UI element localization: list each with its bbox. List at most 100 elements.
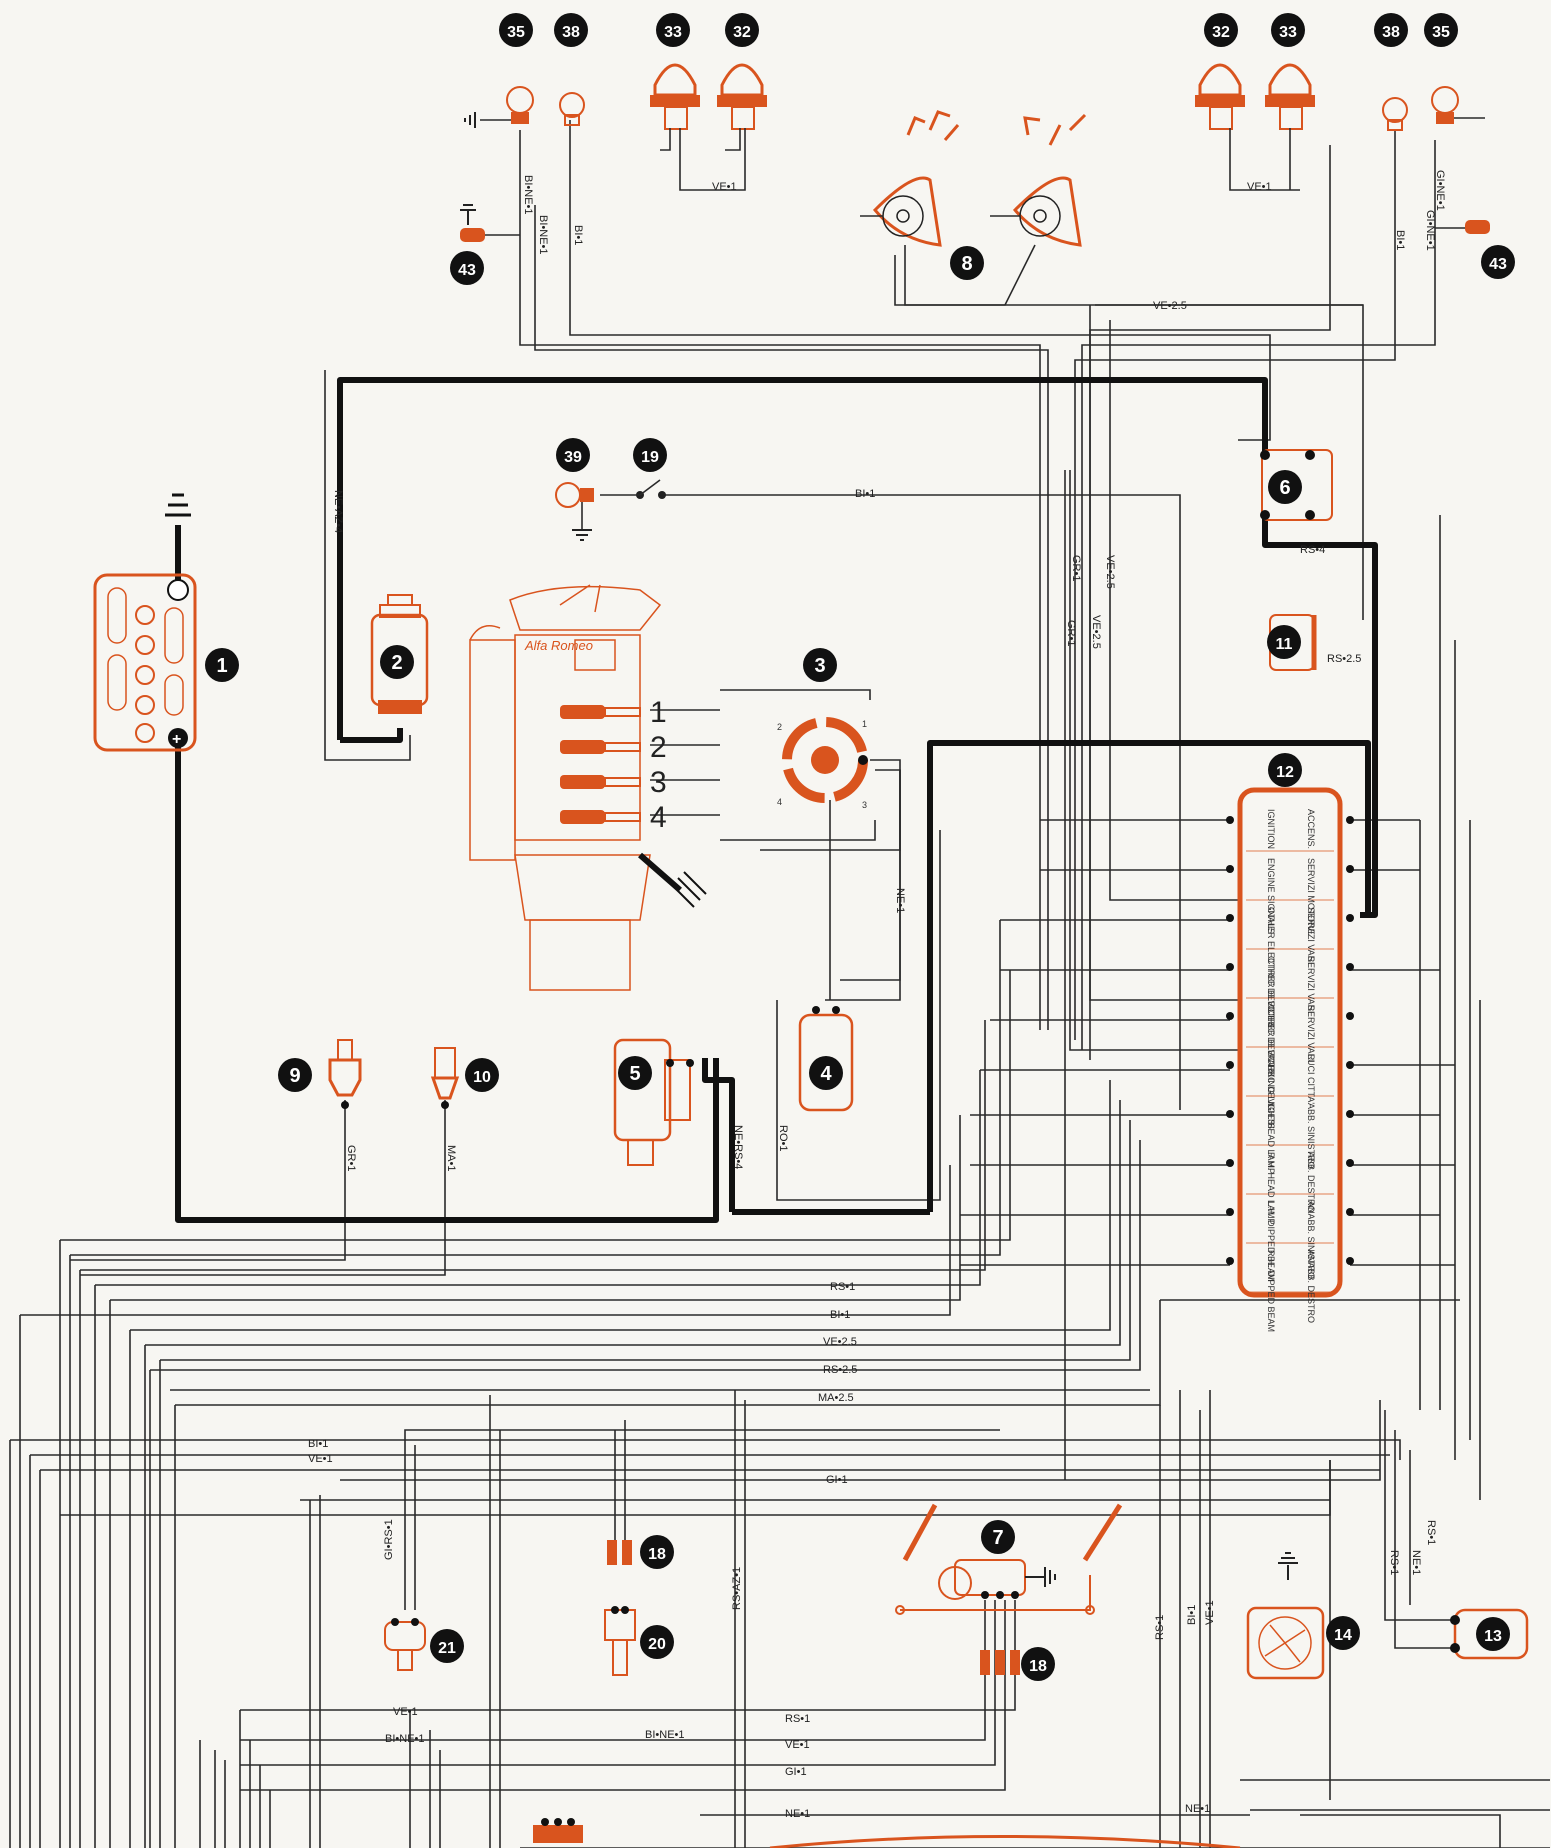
- component-number-badge: 38: [554, 13, 588, 47]
- thin-wires: [9, 120, 1550, 1848]
- wire-label: RS•2.5: [823, 1364, 857, 1376]
- plug-number-1: 1: [650, 696, 667, 729]
- component-number-badge: 8: [950, 246, 984, 280]
- fuse-label-en: OTHER ELECTRIC DEVICES: [1266, 907, 1276, 1028]
- fuse-row: ACCENS. IGNITION: [1226, 809, 1354, 852]
- component-number-badge: 38: [1374, 13, 1408, 47]
- wire-label: MA•1: [445, 1145, 457, 1171]
- svg-text:18: 18: [648, 1546, 666, 1563]
- component-number-badge: 35: [1424, 13, 1458, 47]
- fuse-label-it: SERVIZI MOTORE: [1306, 858, 1316, 935]
- wire-label: VE•1: [712, 181, 737, 193]
- component-number-badge: 35: [499, 13, 533, 47]
- fuse-label-en: IGNITION: [1266, 809, 1276, 849]
- wire-label: GR•1: [1070, 555, 1082, 581]
- connector-bottom: [533, 1818, 583, 1843]
- component-number-badge: 32: [725, 13, 759, 47]
- engine-block: Alfa Romeo 1 2 3 4: [469, 584, 707, 991]
- wire-label: NE•1: [785, 1808, 810, 1820]
- battery-1: +: [93, 493, 197, 752]
- fuse-label-en: ENGINE SIGNALS: [1266, 858, 1276, 934]
- component-number-badge: 21: [430, 1629, 464, 1663]
- fuse-box-12: [1237, 787, 1343, 1298]
- sender-21: [384, 1618, 426, 1671]
- fuse-row: SERVIZI MOTORE ENGINE SIGNALS: [1226, 858, 1354, 935]
- wire-label: VE•1: [1204, 1600, 1216, 1625]
- oil-pressure-sender-9: [328, 1039, 362, 1109]
- wire-label: GR•1: [1065, 620, 1077, 646]
- svg-text:9: 9: [289, 1065, 300, 1087]
- fuse-label-en: R.H. DIPPED BEAM: [1266, 1250, 1276, 1332]
- fuse-label-it: ABB. SINISTRO: [1306, 1103, 1316, 1169]
- svg-text:1: 1: [862, 719, 867, 729]
- wire-label: GI•1: [785, 1766, 807, 1778]
- component-number-badge: 4: [809, 1056, 843, 1090]
- wire-label: MA•2.5: [818, 1392, 854, 1404]
- svg-text:21: 21: [438, 1640, 456, 1657]
- component-number-badge: 13: [1476, 1617, 1510, 1651]
- spark-plug-4: [560, 810, 641, 824]
- ignition-coil-4: [798, 1006, 854, 1112]
- component-number-badge: 7: [981, 1520, 1015, 1554]
- fuse-row: ABB. SINISTRO L.H. HEAD LAMP: [1226, 1103, 1354, 1174]
- fuse-label-en: L.H. HEAD LAMP: [1266, 1103, 1276, 1174]
- component-number-badge: 11: [1267, 625, 1301, 659]
- component-number-badge: 20: [640, 1625, 674, 1659]
- svg-text:38: 38: [1382, 24, 1400, 41]
- distributor-3: 2 1 4 3: [777, 717, 868, 810]
- fuse-label-it: SERVIZI VARI: [1306, 907, 1316, 965]
- lamp-35-right: [1431, 86, 1485, 124]
- wire-label: VE•2.5: [1153, 300, 1187, 312]
- washer-pump-2: [370, 594, 429, 714]
- wire-label: GR•1: [345, 1145, 357, 1171]
- component-number-badge: 33: [656, 13, 690, 47]
- fuse-label-it: SERVIZI VARI: [1306, 956, 1316, 1014]
- sensor-20: [604, 1606, 636, 1676]
- headlamp-32-left: [717, 63, 767, 151]
- wire-label: GI•RS•1: [383, 1519, 395, 1560]
- headlamp-33-left: [650, 63, 700, 151]
- plug-number-3: 3: [650, 766, 667, 799]
- svg-text:13: 13: [1484, 1628, 1502, 1645]
- fuse-label-it: ABB. DESTRO: [1306, 1152, 1316, 1213]
- svg-text:5: 5: [629, 1063, 640, 1085]
- lamp-35-left: [464, 86, 534, 128]
- component-number-badge: 12: [1268, 753, 1302, 787]
- component-number-badge: 18: [640, 1535, 674, 1569]
- wire-label: NE•RS•4: [732, 1125, 744, 1169]
- wire-label: BI•NE•1: [385, 1733, 425, 1745]
- fuse-label-en: PARKING LIGHTS: [1266, 1054, 1276, 1129]
- wire-label: VE•1: [785, 1739, 810, 1751]
- svg-text:18: 18: [1029, 1658, 1047, 1675]
- svg-text:2: 2: [777, 722, 782, 732]
- svg-text:12: 12: [1276, 764, 1294, 781]
- svg-text:33: 33: [1279, 24, 1297, 41]
- wire-label: NE•AZ•4: [332, 490, 344, 533]
- switch-19: [600, 479, 666, 499]
- fuse-label-it: ACCENS.: [1306, 809, 1316, 849]
- svg-text:3: 3: [862, 800, 867, 810]
- plug-number-2: 2: [650, 731, 667, 764]
- svg-text:+: +: [172, 731, 181, 748]
- svg-text:3: 3: [814, 655, 825, 677]
- side-lamp-43-right: [1435, 220, 1490, 234]
- wire-label: GI•NE•1: [1424, 210, 1436, 251]
- fuse-label-en: L.H. DIPPED BEAM: [1266, 1201, 1276, 1282]
- fuse-label-it: ANABB. SINISTRO: [1306, 1201, 1316, 1279]
- temperature-sender-10: [430, 1047, 460, 1109]
- wire-label: NE•1: [894, 888, 906, 913]
- spark-plug-1: [560, 705, 641, 719]
- wire-label: BI•1: [855, 488, 875, 500]
- wire-label: VE•2.5: [1104, 555, 1116, 589]
- svg-text:11: 11: [1276, 636, 1293, 653]
- wire-label: BI•1: [1186, 1605, 1198, 1625]
- svg-text:4: 4: [777, 797, 782, 807]
- fuse-label-en: OTHER ELECTRIC DEVICES: [1266, 956, 1276, 1077]
- spark-plug-2: [560, 740, 641, 754]
- svg-text:14: 14: [1334, 1627, 1352, 1644]
- svg-text:6: 6: [1279, 477, 1290, 499]
- component-number-badge: 43: [450, 251, 484, 285]
